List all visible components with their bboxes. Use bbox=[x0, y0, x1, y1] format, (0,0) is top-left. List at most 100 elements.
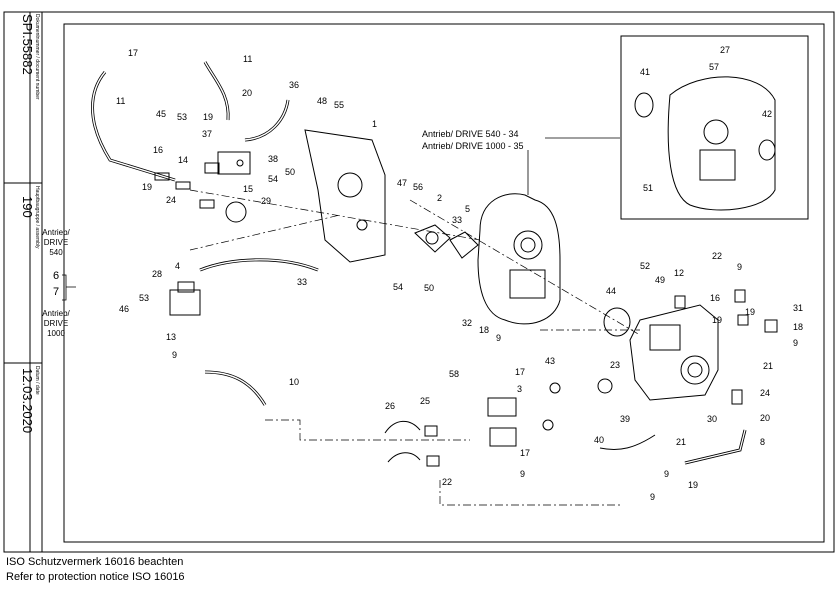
callout-number: 9 bbox=[737, 262, 742, 272]
callout-number: 31 bbox=[793, 303, 803, 313]
callout-number: 46 bbox=[119, 304, 129, 314]
callout-number: 9 bbox=[650, 492, 655, 502]
callout-number: 50 bbox=[424, 283, 434, 293]
callout-number: 47 bbox=[397, 178, 407, 188]
callout-number: 3 bbox=[517, 384, 522, 394]
doc-number-label: Dokumentnummer / document number bbox=[34, 14, 40, 100]
drive-1000-label: Antrieb/ DRIVE 1000 - 35 bbox=[422, 141, 524, 151]
callout-number: 5 bbox=[465, 204, 470, 214]
assembly-lines bbox=[189, 189, 641, 506]
callout-number: 17 bbox=[515, 367, 525, 377]
callout-number: 19 bbox=[745, 307, 755, 317]
callout-number: 2 bbox=[437, 193, 442, 203]
callout-number: 23 bbox=[610, 360, 620, 370]
callout-number: 29 bbox=[261, 196, 271, 206]
callout-number: 24 bbox=[760, 388, 770, 398]
callout-number: 13 bbox=[166, 332, 176, 342]
variant-bot-label-3: 1000 bbox=[47, 329, 65, 338]
callout-number: 52 bbox=[640, 261, 650, 271]
drive-540-label: Antrieb/ DRIVE 540 - 34 bbox=[422, 129, 519, 139]
callout-number: 49 bbox=[655, 275, 665, 285]
callout-number: 20 bbox=[242, 88, 252, 98]
callout-number: 17 bbox=[128, 48, 138, 58]
drawing-frame bbox=[63, 23, 825, 543]
callout-number: 27 bbox=[720, 45, 730, 55]
callout-number: 38 bbox=[268, 154, 278, 164]
callout-number: 44 bbox=[606, 286, 616, 296]
callout-number: 48 bbox=[317, 96, 327, 106]
doc-number: SPI.55882 bbox=[20, 14, 35, 75]
callout-number: 19 bbox=[688, 480, 698, 490]
callout-number: 53 bbox=[177, 112, 187, 122]
callout-number: 51 bbox=[643, 183, 653, 193]
callout-number: 9 bbox=[664, 469, 669, 479]
callout-number: 55 bbox=[334, 100, 344, 110]
callout-number: 19 bbox=[712, 315, 722, 325]
variant-num-7: 7 bbox=[53, 286, 59, 298]
assembly-label: Hauptbaugruppe / assembly bbox=[34, 186, 40, 249]
callout-number: 58 bbox=[449, 369, 459, 379]
callout-number: 19 bbox=[142, 182, 152, 192]
callout-number: 24 bbox=[166, 195, 176, 205]
variant-bot-label-1: Antrieb/ bbox=[42, 309, 70, 318]
callout-number: 41 bbox=[640, 67, 650, 77]
footer-protection-de: ISO Schutzvermerk 16016 beachten bbox=[6, 556, 184, 568]
callout-number: 33 bbox=[297, 277, 307, 287]
callout-number: 33 bbox=[452, 215, 462, 225]
callout-number: 56 bbox=[413, 182, 423, 192]
callout-number: 26 bbox=[385, 401, 395, 411]
callout-number: 11 bbox=[116, 96, 125, 106]
parts-artwork bbox=[91, 61, 778, 467]
callout-number: 54 bbox=[268, 174, 278, 184]
variant-top-label-2: DRIVE bbox=[44, 238, 68, 247]
callout-number: 17 bbox=[520, 448, 530, 458]
callout-number: 22 bbox=[442, 477, 452, 487]
callout-number: 53 bbox=[139, 293, 149, 303]
callout-number: 32 bbox=[462, 318, 472, 328]
callout-number: 43 bbox=[545, 356, 555, 366]
callout-number: 39 bbox=[620, 414, 630, 424]
callout-number: 54 bbox=[393, 282, 403, 292]
callout-number: 1 bbox=[372, 119, 377, 129]
callout-number: 40 bbox=[594, 435, 604, 445]
callout-number: 9 bbox=[172, 350, 177, 360]
footer-protection-en: Refer to protection notice ISO 16016 bbox=[6, 571, 185, 583]
callout-number: 36 bbox=[289, 80, 299, 90]
variant-top-label-1: Antrieb/ bbox=[42, 228, 70, 237]
callout-number: 9 bbox=[496, 333, 501, 343]
callout-number: 57 bbox=[709, 62, 719, 72]
callout-number: 37 bbox=[202, 129, 212, 139]
variant-num-6: 6 bbox=[53, 270, 59, 282]
callout-number: 18 bbox=[793, 322, 803, 332]
callout-number: 42 bbox=[762, 109, 772, 119]
callout-number: 19 bbox=[203, 112, 213, 122]
callout-number: 10 bbox=[289, 377, 299, 387]
callout-number: 12 bbox=[674, 268, 684, 278]
callout-number: 30 bbox=[707, 414, 717, 424]
callout-number: 4 bbox=[175, 261, 180, 271]
variant-bot-label-2: DRIVE bbox=[44, 319, 68, 328]
callout-number: 20 bbox=[760, 413, 770, 423]
callout-number: 15 bbox=[243, 184, 253, 194]
callout-number: 21 bbox=[763, 361, 773, 371]
callout-number: 45 bbox=[156, 109, 166, 119]
callout-number: 16 bbox=[710, 293, 720, 303]
callout-number: 8 bbox=[760, 437, 765, 447]
date-label: Datum / date bbox=[34, 366, 40, 395]
callout-number: 11 bbox=[243, 54, 252, 64]
callout-number: 21 bbox=[676, 437, 686, 447]
callout-number: 22 bbox=[712, 251, 722, 261]
date-value: 12.03.2020 bbox=[20, 368, 35, 433]
callout-number: 28 bbox=[152, 269, 162, 279]
callout-number: 25 bbox=[420, 396, 430, 406]
callout-number: 50 bbox=[285, 167, 295, 177]
callout-number: 9 bbox=[520, 469, 525, 479]
callout-number: 9 bbox=[793, 338, 798, 348]
callout-number: 14 bbox=[178, 155, 188, 165]
detail-inset-frame bbox=[620, 35, 809, 220]
assembly-number: 190 bbox=[20, 196, 35, 218]
variant-top-label-3: 540 bbox=[49, 248, 63, 257]
callout-number: 18 bbox=[479, 325, 489, 335]
